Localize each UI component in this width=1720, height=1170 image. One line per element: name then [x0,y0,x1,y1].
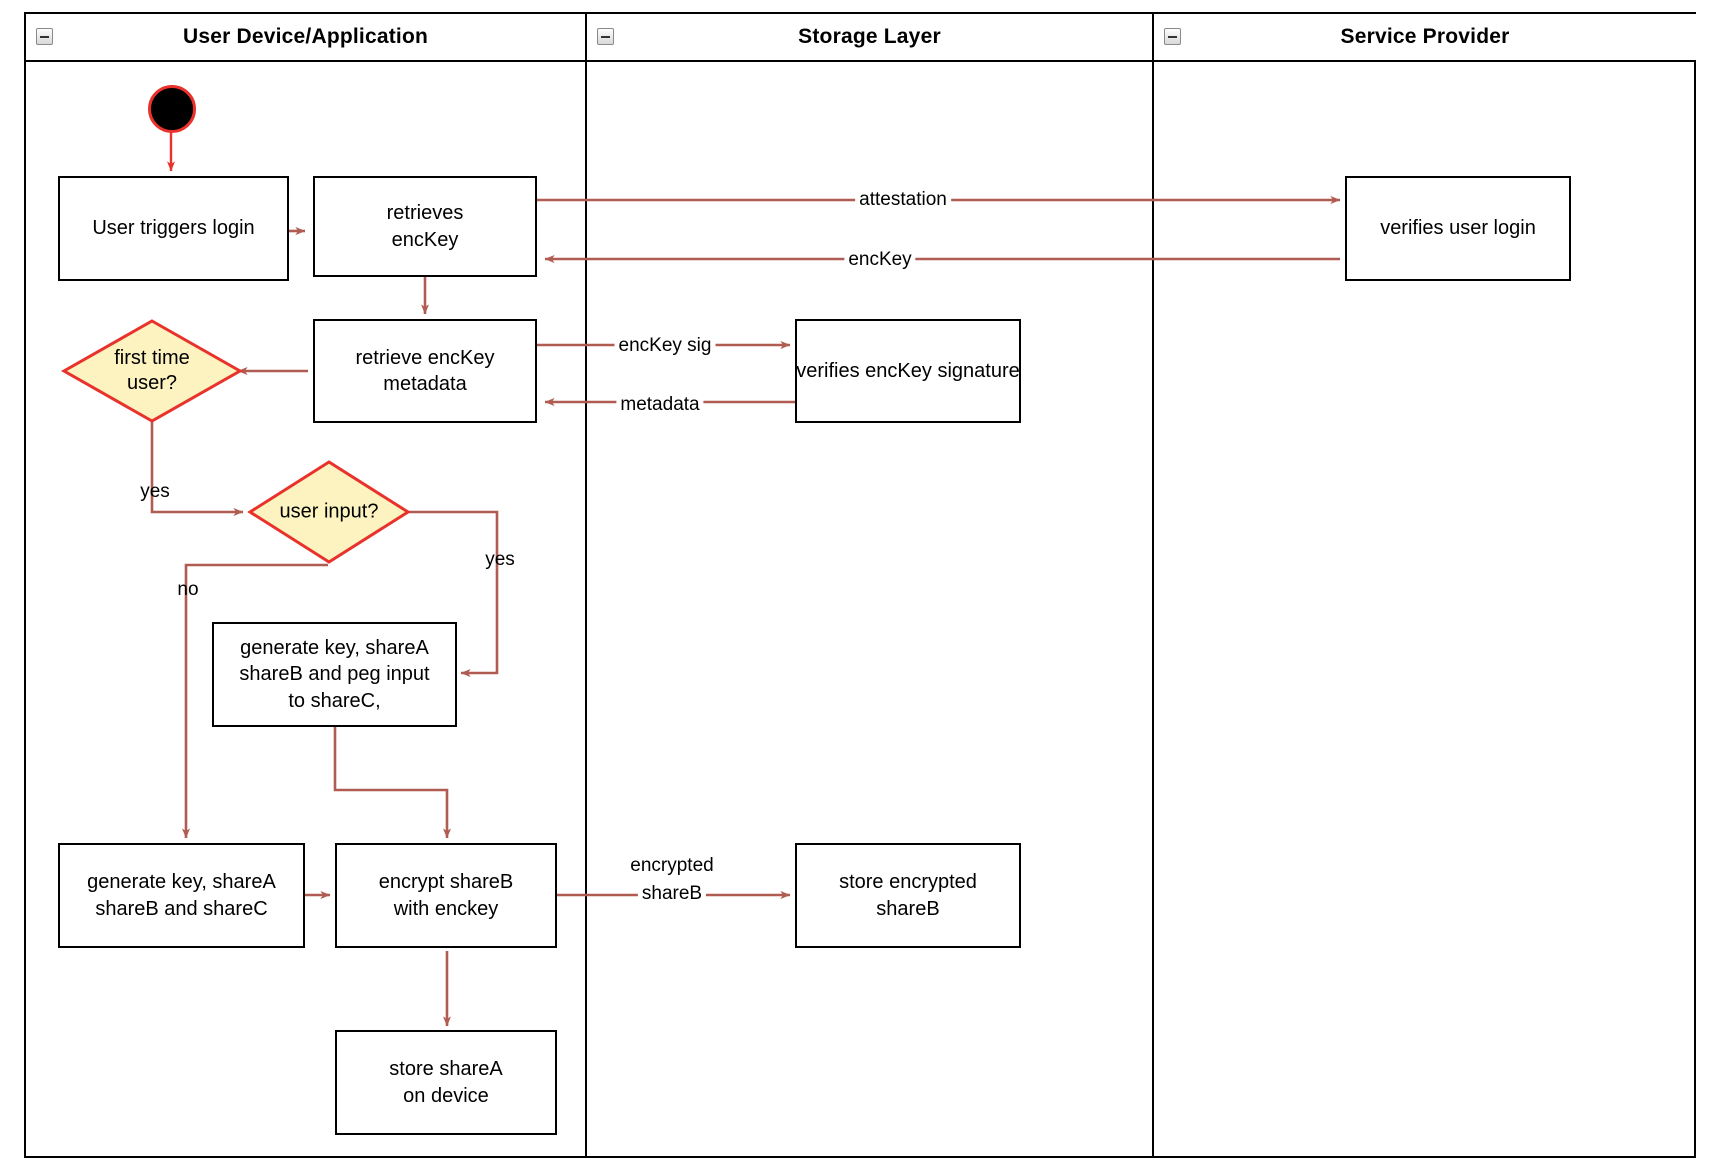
edge-label-shareb: shareB [637,883,707,905]
node-line: encrypt shareB [378,871,514,894]
node-line: generate key, shareA [87,871,276,894]
lane-header-storage: Storage Layer [587,14,1152,62]
node-line: shareB [876,897,940,920]
start-event[interactable] [148,85,196,133]
decision-first-time-user[interactable]: first time user? [60,319,244,423]
node-line: generate key, shareA [240,636,429,659]
node-store-sharea-on-device[interactable]: store shareA on device [335,1030,557,1135]
node-verifies-user-login[interactable]: verifies user login [1345,176,1571,281]
node-store-encrypted-shareb[interactable]: store encrypted shareB [795,843,1021,948]
lane-title-storage: Storage Layer [798,25,941,48]
lane-title-user: User Device/Application [182,25,428,48]
minus-icon[interactable] [1164,28,1181,45]
decision-line: first time [114,347,190,369]
node-line: retrieve encKey [355,346,495,369]
node-line: store shareA [389,1058,503,1081]
node-line: verifies user login [1380,217,1536,240]
node-line: with enckey [393,897,499,920]
lane-divider-2 [1152,12,1154,1158]
node-verifies-enckey-signature[interactable]: verifies encKey signature [795,319,1021,423]
node-line: shareB and shareC [95,897,268,920]
node-generate-key-shares[interactable]: generate key, shareA shareB and shareC [58,843,305,948]
lane-title-provider: Service Provider [1340,25,1510,48]
node-line: verifies encKey signature [796,359,1020,382]
edge-label-yes-user-input: yes [485,549,515,570]
decision-user-input[interactable]: user input? [247,460,411,564]
decision-line: user? [126,372,178,394]
node-line: retrieves [386,202,464,225]
node-line: metadata [383,373,467,395]
edge-label-enckey: encKey [844,249,916,271]
node-line: encKey [391,228,459,251]
node-line: to shareC, [288,689,381,712]
edge-label-encrypted: encrypted [626,855,718,877]
diamond-shape [60,319,244,423]
node-line: on device [403,1084,489,1107]
lane-header-provider: Service Provider [1154,14,1696,62]
node-encrypt-shareb[interactable]: encrypt shareB with enckey [335,843,557,948]
node-line: User triggers login [92,217,255,240]
node-retrieve-enckey-metadata[interactable]: retrieve encKey metadata [313,319,537,423]
edge-label-attestation: attestation [855,189,951,211]
lane-divider-1 [585,12,587,1158]
edge-label-yes-first-time: yes [140,481,170,502]
node-generate-key-peg[interactable]: generate key, shareA shareB and peg inpu… [212,622,457,727]
edge-label-metadata: metadata [616,394,704,416]
decision-line: user input? [279,500,379,523]
node-line: store encrypted [839,871,977,894]
diamond-shape [247,460,411,564]
node-line: shareB and peg input [239,663,430,686]
minus-icon[interactable] [597,28,614,45]
minus-icon[interactable] [36,28,53,45]
node-retrieves-enckey[interactable]: retrieves encKey [313,176,537,277]
node-user-triggers-login[interactable]: User triggers login [58,176,289,281]
edge-label-enckey-sig: encKey sig [614,335,716,357]
lane-header-user: User Device/Application [26,14,585,62]
edge-label-no-user-input: no [177,579,199,600]
